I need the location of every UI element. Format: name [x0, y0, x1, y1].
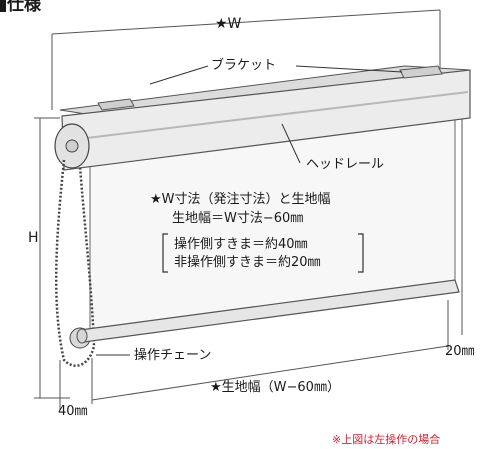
footnote: ※上図は左操作の場合 [332, 433, 441, 446]
w-dimension-label: ★W [215, 16, 242, 32]
right-gap-label: 20㎜ [445, 344, 475, 359]
bracket-leader-right [295, 65, 403, 73]
fabric-dim-line [91, 345, 449, 401]
note-non-operation-side-gap: 非操作側すきま＝約20㎜ [174, 255, 321, 270]
note-operation-side-gap: 操作側すきま＝約40㎜ [174, 237, 308, 252]
bracket-right [399, 65, 443, 79]
left-gap-label: 40㎜ [58, 404, 88, 419]
notes-bracket-left [162, 233, 168, 273]
section-title: 仕様 [7, 0, 41, 15]
bracket-leader-left [149, 65, 209, 85]
note-w-dimension: ★W寸法（発注寸法）と生地幅 [150, 192, 331, 207]
note-fabric-width: 生地幅＝W寸法−60㎜ [172, 211, 304, 226]
headrail-highlight [69, 91, 469, 141]
title-marker [0, 0, 6, 12]
bracket-left [97, 98, 135, 111]
w-dim-line [51, 9, 441, 35]
bottom-bar-cap [76, 328, 88, 344]
headrail-label: ヘッドレール [306, 157, 385, 172]
operation-chain [54, 159, 96, 367]
notes-bracket-right [358, 233, 364, 273]
headrail-leader [281, 123, 301, 164]
chain-label: 操作チェーン [134, 348, 212, 363]
h-dimension-label: H [28, 230, 39, 246]
fabric-width-label: ★生地幅（W−60㎜） [210, 380, 340, 395]
bracket-label: ブラケット [211, 58, 277, 73]
pulley [65, 139, 79, 153]
